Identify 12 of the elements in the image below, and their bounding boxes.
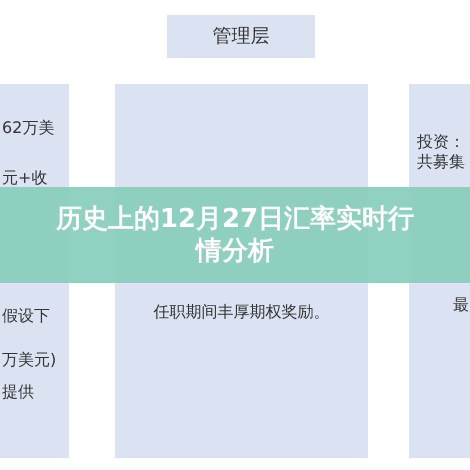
panel-text: 提供 — [2, 382, 34, 402]
heading-box — [167, 15, 315, 58]
heading-text: 管理层 — [212, 24, 270, 50]
panel-text: 假设下 — [2, 306, 50, 326]
panel-text: 共募集 — [417, 152, 465, 172]
panel-text: 投资： — [417, 132, 465, 152]
title: 历史上的12月27日汇率实时行情分析 — [54, 202, 416, 268]
panel-text: 任职期间丰厚期权奖励。 — [152, 302, 330, 322]
panel-text: 元+收 — [2, 168, 48, 188]
panel-text: 万美元) — [2, 350, 56, 370]
panel-text: 62万美 — [2, 118, 54, 138]
panel-text: 最 — [453, 295, 469, 314]
